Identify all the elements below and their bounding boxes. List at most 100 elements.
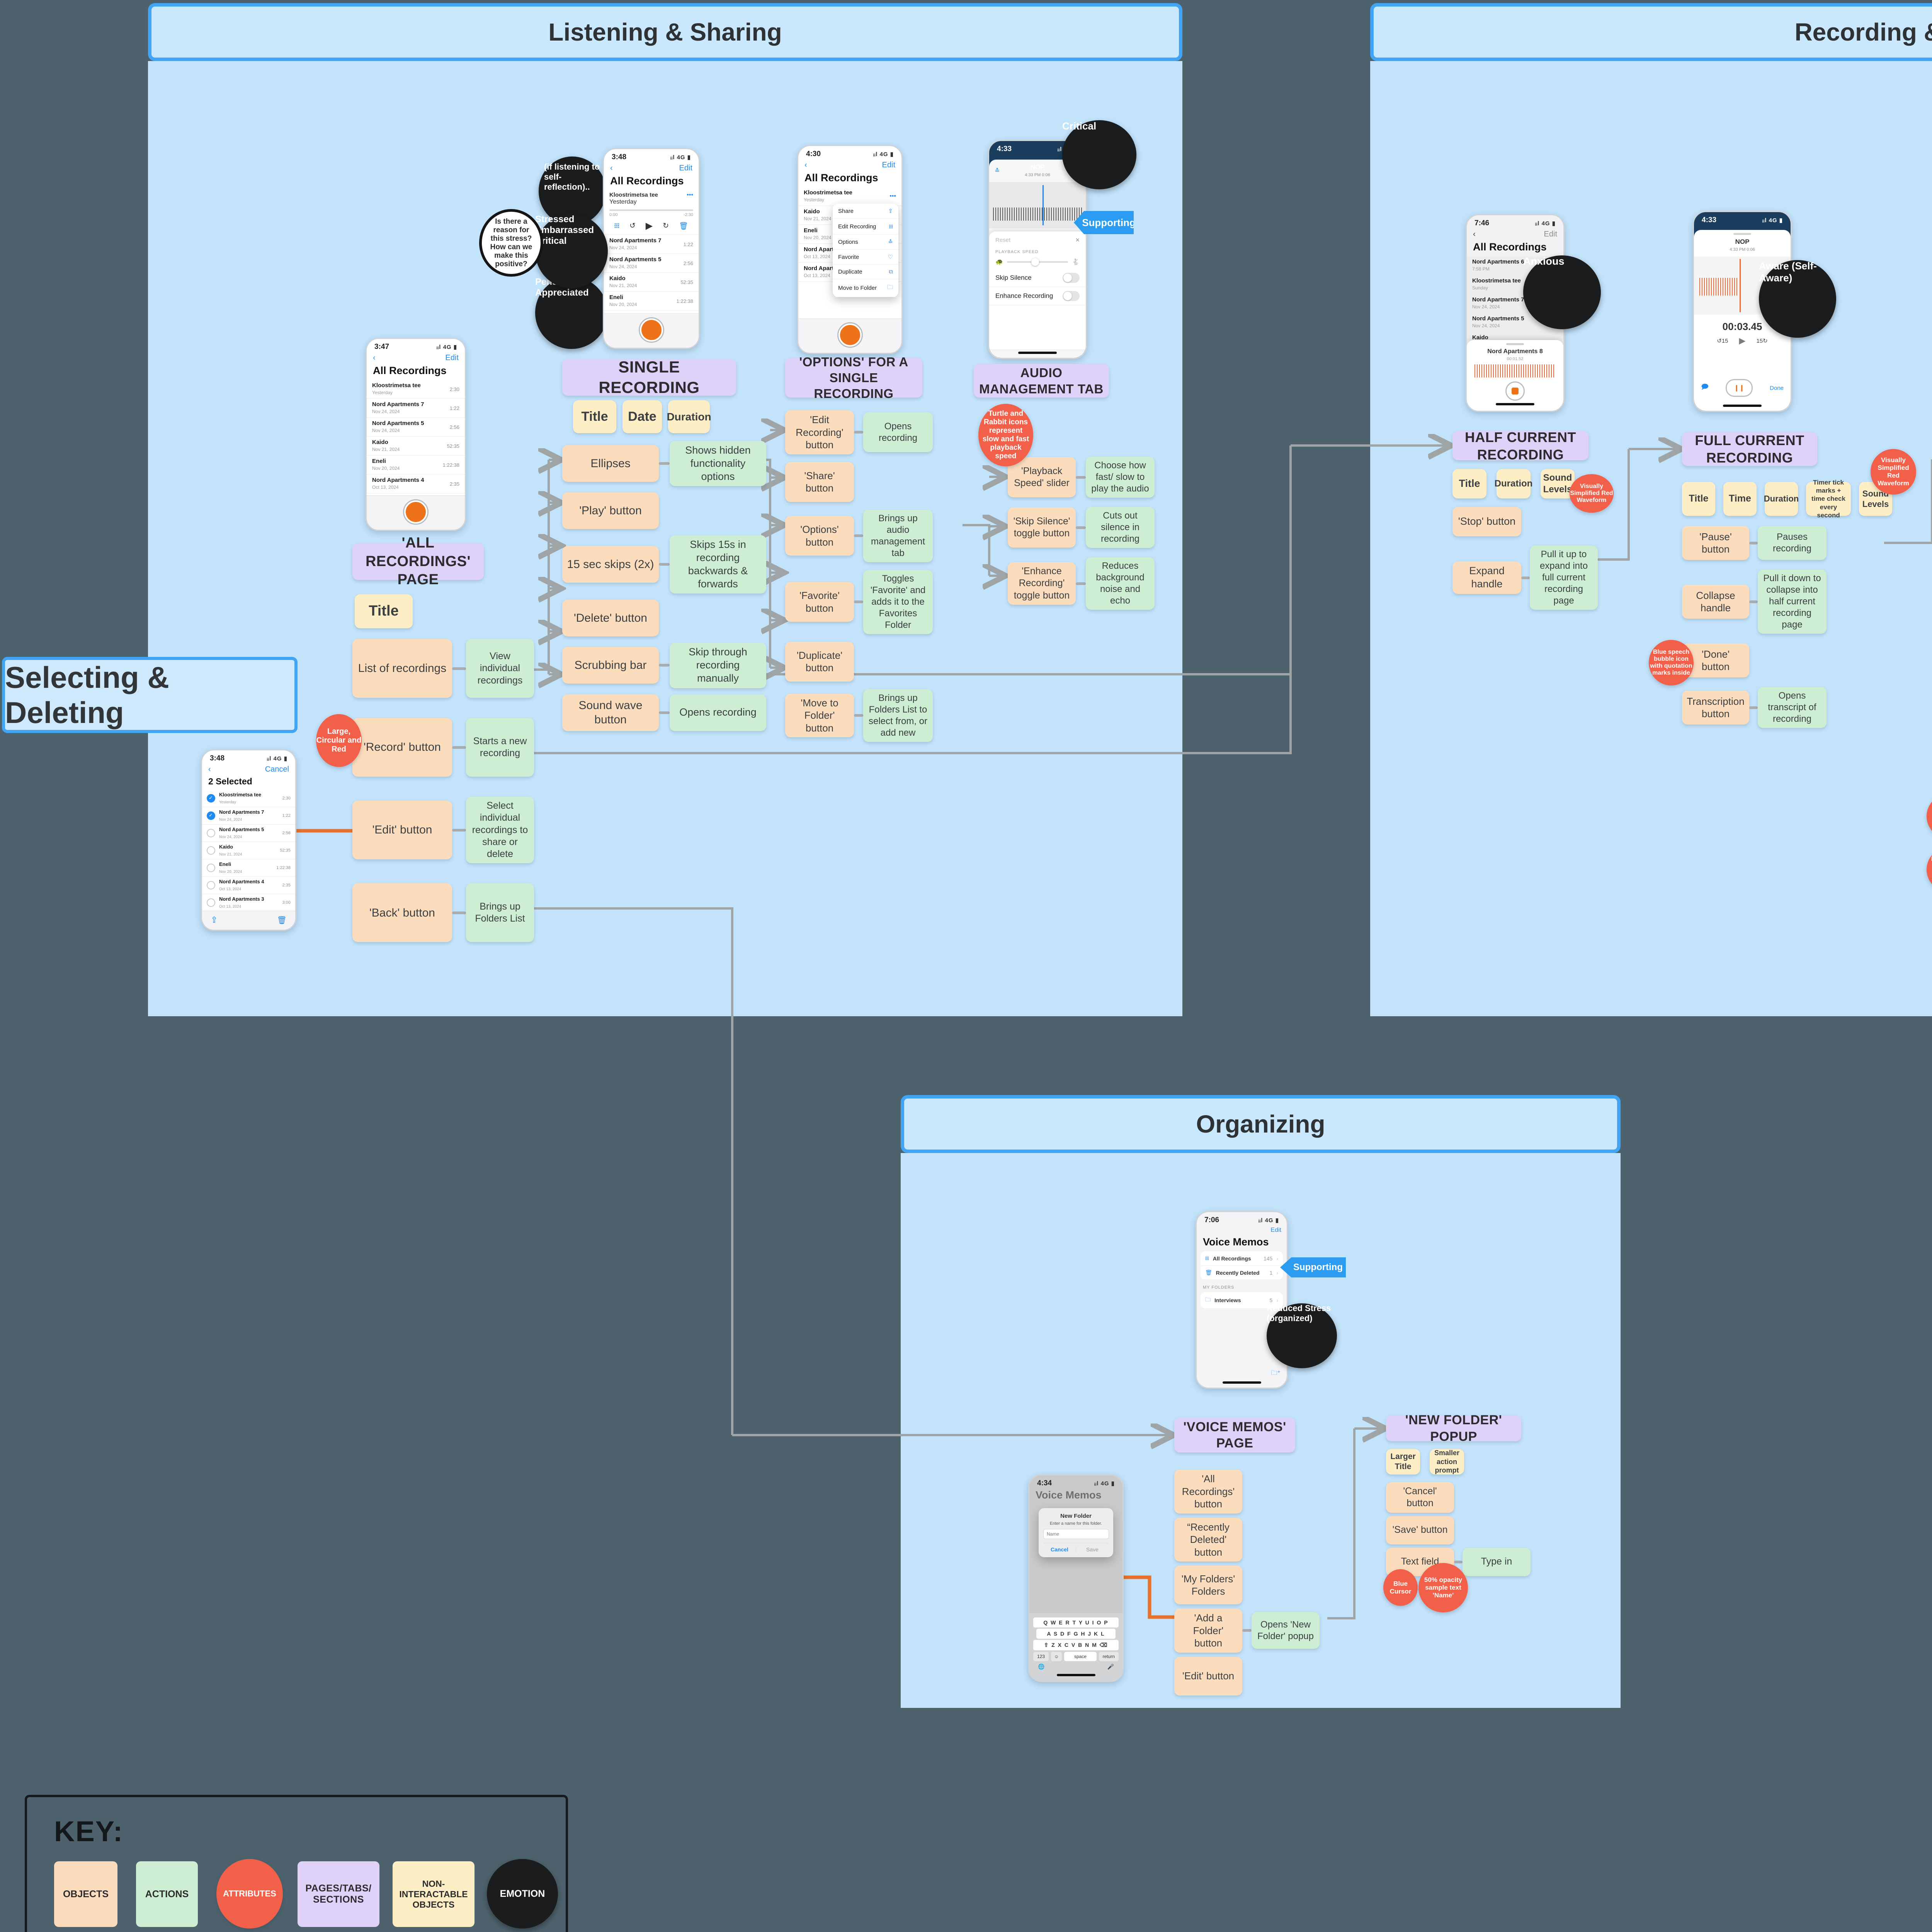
action-sticky[interactable]: Shows hidden functionality options bbox=[670, 441, 766, 486]
action-sticky[interactable]: Select individual recordings to share or… bbox=[466, 797, 534, 864]
supporting-tag[interactable]: Supporting bbox=[1280, 1257, 1346, 1277]
action-sticky[interactable]: Brings up Folders List bbox=[466, 883, 534, 942]
numbers-key[interactable]: 123 bbox=[1033, 1652, 1049, 1661]
edit-button[interactable]: Edit bbox=[679, 164, 692, 172]
question-circle[interactable]: Is there a reason for this stress? How c… bbox=[479, 209, 543, 277]
save-button[interactable]: Save bbox=[1076, 1546, 1109, 1553]
object-sticky[interactable]: “Recently Deleted' button bbox=[1174, 1517, 1242, 1561]
attribute-circle[interactable]: Large, Circular and Red bbox=[316, 714, 362, 767]
action-sticky[interactable]: Type in bbox=[1463, 1548, 1531, 1576]
object-sticky[interactable]: 'Enhance Recording' toggle button bbox=[1008, 562, 1076, 605]
done-button[interactable]: Done bbox=[1770, 384, 1784, 391]
emoji-key[interactable]: ☺ bbox=[1051, 1652, 1062, 1661]
section-header[interactable]: 'VOICE MEMOS' PAGE bbox=[1174, 1418, 1295, 1452]
library-item[interactable]: ᎒᎒᎒ All Recordings 145 › bbox=[1201, 1251, 1283, 1266]
dictation-mic-icon[interactable]: 🎤 bbox=[1107, 1663, 1114, 1670]
action-sticky[interactable]: Opens transcript of recording bbox=[1758, 687, 1827, 728]
section-header[interactable]: HALF CURRENT RECORDING bbox=[1452, 429, 1588, 463]
action-sticky[interactable]: Skip through recording manually bbox=[670, 643, 766, 688]
play-icon[interactable]: ▶ bbox=[645, 221, 653, 231]
playhead-cursor[interactable] bbox=[1740, 259, 1741, 312]
menu-item[interactable]: Options≛ bbox=[833, 235, 898, 250]
pause-button[interactable]: ❙❙ bbox=[1726, 379, 1753, 397]
object-sticky[interactable]: Expand handle bbox=[1452, 561, 1521, 594]
attribute-circle[interactable]: Blue square icon with connecting points bbox=[1927, 847, 1932, 892]
action-sticky[interactable]: Starts a new recording bbox=[466, 718, 534, 777]
scrubbing-bar[interactable] bbox=[609, 209, 693, 211]
menu-item[interactable]: Duplicate⧉ bbox=[833, 265, 898, 279]
play-icon[interactable]: ▶ bbox=[1739, 336, 1746, 345]
object-sticky[interactable]: 'Skip Silence' toggle button bbox=[1008, 507, 1076, 548]
folder-item[interactable]: 🗀 Interviews 5 › bbox=[1201, 1292, 1283, 1308]
recording-panel-header[interactable]: Recording & Editing bbox=[1370, 3, 1932, 61]
attribute-circle[interactable]: Visually Simplified Red Waveform bbox=[1871, 449, 1916, 495]
section-header[interactable]: SINGLE RECORDING bbox=[562, 358, 736, 396]
note-time[interactable]: Time bbox=[1723, 482, 1757, 516]
sliders-icon[interactable]: ≛ bbox=[995, 168, 1000, 174]
note-duration[interactable]: Duration bbox=[667, 400, 711, 433]
enhance-recording-toggle[interactable] bbox=[1063, 291, 1080, 301]
playback-speed-slider[interactable] bbox=[1007, 258, 1068, 266]
emotion-circle[interactable]: Pensive Appreciated bbox=[535, 277, 608, 349]
back-chevron-icon[interactable]: ‹ bbox=[1473, 230, 1476, 238]
menu-item[interactable]: Move to Folder🗀 bbox=[833, 279, 898, 297]
emotion-circle[interactable]: Critical bbox=[1062, 120, 1136, 189]
object-sticky[interactable]: 'Save' button bbox=[1386, 1516, 1454, 1544]
playhead-cursor[interactable] bbox=[1042, 185, 1044, 225]
keyboard-row[interactable]: Q W E R T Y U I O P bbox=[1033, 1617, 1119, 1628]
object-sticky[interactable]: 'Options' button bbox=[785, 516, 854, 556]
object-sticky[interactable]: 'Delete' button bbox=[562, 600, 659, 637]
supporting-tag[interactable]: Supporting bbox=[1074, 211, 1134, 234]
record-button[interactable] bbox=[638, 317, 664, 343]
cancel-button[interactable]: Cancel bbox=[1051, 1546, 1068, 1553]
keyboard[interactable]: Q W E R T Y U I O P A S D F G H J K L ⇧ … bbox=[1029, 1613, 1122, 1681]
note-larger-title[interactable]: Larger Title bbox=[1386, 1449, 1420, 1475]
reset-button[interactable]: Reset bbox=[995, 237, 1011, 243]
object-sticky[interactable]: Sound wave button bbox=[562, 694, 659, 731]
keyboard-row[interactable]: A S D F G H J K L bbox=[1036, 1629, 1116, 1639]
object-sticky[interactable]: 'Stop' button bbox=[1452, 507, 1521, 536]
expanded-recording[interactable]: Kloostrimetsa tee••• Yesterday 0:00-2:30… bbox=[604, 190, 699, 235]
object-sticky[interactable]: 'Record' button bbox=[352, 718, 452, 777]
ellipsis-icon[interactable]: ••• bbox=[687, 192, 693, 198]
action-sticky[interactable]: Brings up Folders List to select from, o… bbox=[863, 689, 933, 742]
object-sticky[interactable]: 'Edit' button bbox=[352, 801, 452, 860]
action-sticky[interactable]: Opens recording bbox=[863, 412, 933, 452]
edit-button[interactable]: Edit bbox=[1270, 1227, 1281, 1233]
soundwave-icon[interactable]: ᎒᎒᎒ bbox=[614, 222, 620, 230]
action-sticky[interactable]: Pull it up to expand into full current r… bbox=[1530, 546, 1598, 610]
delete-icon[interactable]: 🗑 bbox=[277, 916, 287, 925]
back-chevron-icon[interactable]: ‹ bbox=[373, 354, 376, 362]
back-chevron-icon[interactable]: ‹ bbox=[208, 765, 211, 774]
object-sticky[interactable]: Ellipses bbox=[562, 445, 659, 482]
delete-icon[interactable]: 🗑 bbox=[679, 222, 689, 230]
action-sticky[interactable]: Opens recording bbox=[670, 694, 766, 731]
action-sticky[interactable]: Pull it down to collapse into half curre… bbox=[1758, 570, 1827, 634]
object-sticky[interactable]: 'Back' button bbox=[352, 883, 452, 942]
object-sticky[interactable]: Collapse handle bbox=[1682, 585, 1749, 619]
object-sticky[interactable]: 'Playback Speed' slider bbox=[1008, 457, 1076, 497]
return-key[interactable]: return bbox=[1099, 1652, 1119, 1661]
note-sound-levels[interactable]: Sound Levels bbox=[1541, 469, 1575, 498]
action-sticky[interactable]: Brings up audio management tab bbox=[863, 509, 933, 562]
globe-icon[interactable]: 🌐 bbox=[1038, 1663, 1045, 1670]
note-action-prompt[interactable]: Smaller action prompt bbox=[1430, 1449, 1464, 1475]
edit-button[interactable]: Edit bbox=[1544, 230, 1557, 238]
object-sticky[interactable]: 'Pause' button bbox=[1682, 526, 1749, 560]
section-header[interactable]: FULL CURRENT RECORDING bbox=[1682, 432, 1817, 466]
note-date[interactable]: Date bbox=[622, 400, 662, 433]
half-recording-sheet[interactable]: Nord Apartments 8 00:01.52 bbox=[1467, 340, 1563, 411]
section-header[interactable]: 'OPTIONS' FOR A SINGLE RECORDING bbox=[785, 355, 922, 401]
